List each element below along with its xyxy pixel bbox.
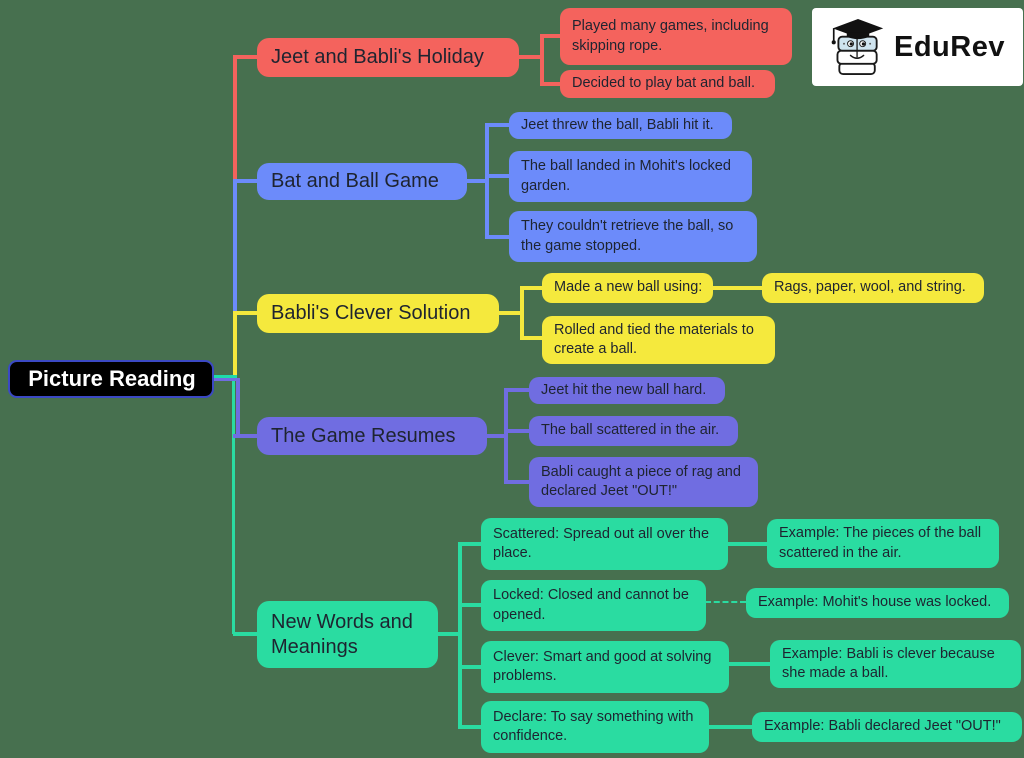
connector-blue-parent-stub — [467, 179, 489, 183]
connector-root-purple-stub — [214, 378, 237, 381]
child-node-jeet-hit-hard: Jeet hit the new ball hard. — [529, 377, 725, 404]
branch-node-bablis-clever-solution: Babli's Clever Solution — [257, 294, 499, 333]
child-node-couldnt-retrieve: They couldn't retrieve the ball, so the … — [509, 211, 757, 262]
connector-trunk-yellow — [233, 311, 237, 378]
connector-trunk-blue — [233, 180, 237, 313]
connector-blue-c2-h — [485, 174, 509, 178]
connector-branch4-h — [233, 434, 259, 438]
connector-blue-child-v — [485, 123, 489, 239]
connector-branch2-h — [233, 179, 259, 183]
connector-yellow-c2-h — [520, 336, 542, 340]
connector-yellow-child-v — [520, 286, 524, 340]
root-node: Picture Reading — [8, 360, 214, 398]
connector-green-c2-h — [458, 603, 481, 607]
child-text: Babli caught a piece of rag and declared… — [541, 463, 741, 499]
connector-yellow-grand-h — [713, 286, 762, 290]
child-text: Clever: Smart and good at solving proble… — [493, 648, 712, 684]
connector-trunk-purple — [236, 378, 240, 436]
child-text: Rolled and tied the materials to create … — [554, 321, 754, 357]
connector-purple-c3-h — [504, 480, 529, 484]
child-text: Jeet hit the new ball hard. — [541, 381, 707, 398]
connector-root-teal-stub — [211, 375, 237, 378]
grandchild-node-scattered-example: Example: The pieces of the ball scattere… — [767, 519, 999, 568]
child-text: Locked: Closed and cannot be opened. — [493, 587, 689, 623]
branch-label: Bat and Ball Game — [271, 170, 439, 192]
connector-purple-child-v — [504, 388, 508, 483]
child-node-jeet-threw: Jeet threw the ball, Babli hit it. — [509, 112, 732, 139]
connector-yellow-parent-stub — [499, 311, 524, 315]
child-node-ball-landed: The ball landed in Mohit's locked garden… — [509, 151, 752, 202]
connector-green-ex2-h — [705, 601, 746, 603]
connector-green-c3-h — [458, 665, 481, 669]
branch-node-jeet-and-bablis-holiday: Jeet and Babli's Holiday — [257, 38, 519, 77]
connector-red-c1-h — [540, 34, 560, 38]
child-node-declare-definition: Declare: To say something with confidenc… — [481, 701, 709, 753]
connector-branch3-h — [233, 311, 259, 315]
child-node-locked-definition: Locked: Closed and cannot be opened. — [481, 580, 706, 631]
branch-node-bat-and-ball-game: Bat and Ball Game — [257, 163, 467, 200]
child-node-babli-caught-rag: Babli caught a piece of rag and declared… — [529, 457, 758, 507]
child-text: Played many games, including skipping ro… — [572, 18, 769, 54]
connector-green-c1-h — [458, 542, 481, 546]
child-node-decided-to-play: Decided to play bat and ball. — [560, 70, 775, 98]
child-text: Decided to play bat and ball. — [572, 75, 755, 92]
child-node-clever-definition: Clever: Smart and good at solving proble… — [481, 641, 729, 693]
edurev-logo-text: EduRev — [894, 30, 1005, 63]
branch-label: New Words and Meanings — [271, 610, 413, 658]
branch-node-the-game-resumes: The Game Resumes — [257, 417, 487, 455]
connector-green-ex3-h — [729, 662, 770, 666]
child-node-played-many-games: Played many games, including skipping ro… — [560, 8, 792, 65]
grandchild-node-locked-example: Example: Mohit's house was locked. — [746, 588, 1009, 618]
child-text: Example: The pieces of the ball scattere… — [779, 525, 982, 561]
child-node-rolled-and-tied: Rolled and tied the materials to create … — [542, 316, 775, 364]
child-node-scattered-definition: Scattered: Spread out all over the place… — [481, 518, 728, 570]
child-node-ball-scattered: The ball scattered in the air. — [529, 416, 738, 446]
connector-red-parent-stub — [519, 55, 544, 59]
connector-green-parent-stub — [438, 632, 462, 636]
child-text: Made a new ball using: — [554, 279, 703, 296]
connector-red-c2-h — [540, 82, 560, 86]
child-text: Jeet threw the ball, Babli hit it. — [521, 116, 714, 133]
branch-label: Jeet and Babli's Holiday — [271, 46, 484, 68]
child-text: The ball scattered in the air. — [541, 422, 720, 439]
branch-node-new-words-and-meanings: New Words and Meanings — [257, 601, 438, 668]
branch-label: Babli's Clever Solution — [271, 302, 471, 324]
child-text: The ball landed in Mohit's locked garden… — [521, 158, 731, 194]
connector-purple-c2-h — [504, 429, 529, 433]
connector-branch5-h — [233, 632, 259, 636]
child-text: Rags, paper, wool, and string. — [774, 279, 966, 296]
child-text: Example: Mohit's house was locked. — [758, 594, 992, 611]
connector-trunk-green — [232, 378, 235, 634]
connector-blue-c3-h — [485, 235, 509, 239]
grandchild-node-clever-example: Example: Babli is clever because she mad… — [770, 640, 1021, 688]
connector-green-child-v — [458, 542, 462, 729]
branch-label: The Game Resumes — [271, 424, 456, 447]
connector-blue-c1-h — [485, 123, 509, 127]
connector-green-c4-h — [458, 725, 481, 729]
grandchild-node-rags-paper: Rags, paper, wool, and string. — [762, 273, 984, 303]
child-text: Scattered: Spread out all over the place… — [493, 525, 710, 561]
grandchild-node-declare-example: Example: Babli declared Jeet "OUT!" — [752, 712, 1022, 742]
connector-green-ex1-h — [728, 542, 767, 546]
connector-red-child-v — [540, 34, 544, 86]
child-text: Example: Babli declared Jeet "OUT!" — [764, 718, 1001, 735]
connector-purple-c1-h — [504, 388, 529, 392]
edurev-logo: EduRev — [812, 8, 1023, 86]
edurev-mascot-icon — [830, 16, 886, 78]
child-text: Declare: To say something with confidenc… — [493, 708, 694, 744]
connector-branch1-h — [233, 55, 259, 59]
child-node-made-new-ball: Made a new ball using: — [542, 273, 713, 303]
child-text: Example: Babli is clever because she mad… — [782, 645, 995, 681]
connector-yellow-c1-h — [520, 286, 542, 290]
connector-green-ex4-h — [709, 725, 752, 729]
child-text: They couldn't retrieve the ball, so the … — [521, 218, 734, 254]
root-node-label: Picture Reading — [28, 366, 196, 392]
connector-purple-parent-stub — [487, 434, 508, 438]
connector-trunk-red — [233, 56, 237, 182]
